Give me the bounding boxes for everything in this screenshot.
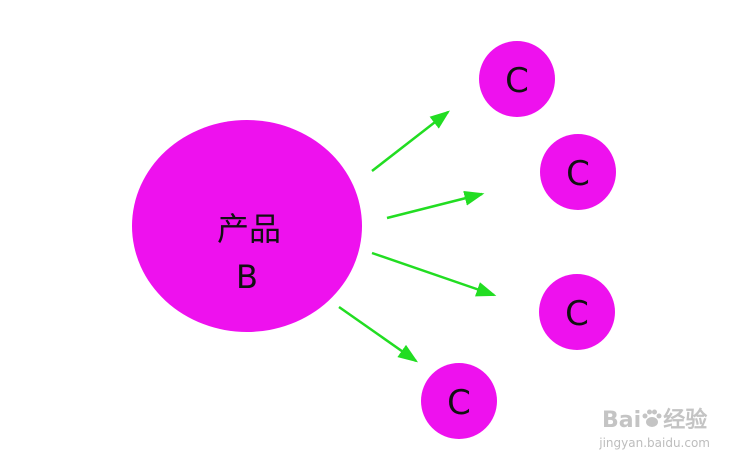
target-label: C xyxy=(566,154,590,194)
baidu-jingyan-watermark: Bai 经验 jingyan.baidu.com xyxy=(599,408,710,451)
target-node-4: C xyxy=(421,363,497,439)
watermark-url: jingyan.baidu.com xyxy=(599,436,710,450)
arrow-to-c1 xyxy=(371,110,450,172)
target-circle xyxy=(540,134,616,210)
watermark-logo: Bai 经验 xyxy=(599,408,710,436)
target-node-3: C xyxy=(539,274,615,350)
target-circle xyxy=(539,274,615,350)
target-label: C xyxy=(565,294,589,334)
product-node: 产品 B xyxy=(132,120,362,332)
target-node-1: C xyxy=(479,41,555,117)
product-label: B xyxy=(236,258,258,296)
target-node-2: C xyxy=(540,134,616,210)
product-name: 产品 xyxy=(217,210,281,248)
product-circle xyxy=(132,120,362,332)
target-label: C xyxy=(447,383,471,423)
target-circle xyxy=(421,363,497,439)
target-label: C xyxy=(505,61,529,101)
target-circle xyxy=(479,41,555,117)
arrow-to-c2 xyxy=(386,191,485,220)
watermark-logo-right: 经验 xyxy=(663,408,708,433)
watermark-logo-left: Bai xyxy=(602,408,642,433)
paw-icon xyxy=(641,408,663,436)
arrow-to-c4 xyxy=(338,305,419,363)
arrow-to-c3 xyxy=(371,251,497,297)
